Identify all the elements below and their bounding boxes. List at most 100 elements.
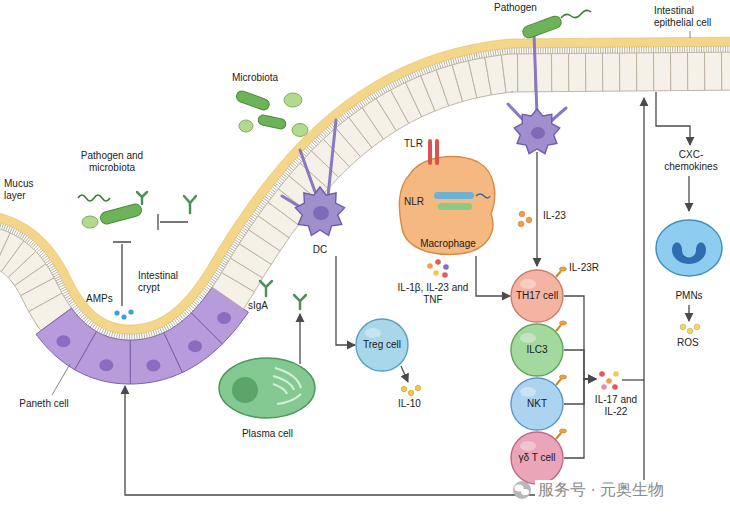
- watermark-icon: [513, 481, 531, 499]
- cytokine-label: IL-23: [543, 210, 575, 222]
- microvilli: [0, 46, 730, 340]
- paneth-nucleus: [99, 359, 113, 371]
- text-holder: TH17 cell: [514, 290, 560, 302]
- illustration-ellipse: [656, 220, 722, 276]
- microbiota-group: [235, 89, 308, 136]
- illustration-rect: [99, 203, 143, 225]
- illustration-circle: [513, 481, 531, 499]
- cell-label: NKT: [514, 398, 560, 410]
- paneth-nucleus: [217, 312, 231, 324]
- il23-signal: [518, 152, 537, 266]
- illustration-rect: [438, 203, 472, 210]
- illustration-path: [158, 214, 188, 230]
- illustration-path: [622, 379, 644, 380]
- paneth-cell: [75, 332, 131, 385]
- paneth-nucleus: [146, 360, 160, 372]
- illustration-circle: [680, 324, 686, 330]
- crypt-microbes: [78, 192, 147, 228]
- illustration-circle: [599, 371, 605, 377]
- illustration-circle: [519, 211, 525, 217]
- illustration-circle: [518, 221, 524, 227]
- epithelial-cell: [620, 53, 637, 91]
- illustration-ellipse: [520, 441, 536, 451]
- illustration-path: [514, 109, 559, 154]
- immune-cell: Treg cell: [355, 318, 409, 372]
- cell-label: Treg cell: [359, 339, 405, 351]
- cell-label: γδ T cell: [514, 452, 560, 464]
- antibody-label: sIgA: [248, 300, 276, 312]
- illustration-path: [184, 196, 196, 213]
- immune-cell: NKT: [510, 377, 564, 431]
- illustration-circle: [415, 385, 420, 390]
- cytokine-label: IL-10: [398, 398, 430, 410]
- illustration-circle: [511, 432, 563, 484]
- leader-lines: [52, 31, 690, 395]
- receptor-label: IL-23R: [569, 262, 609, 274]
- illustration-path: [690, 31, 691, 38]
- illustration-path: [556, 325, 561, 331]
- connector-arrow: [476, 256, 510, 296]
- illustration-ellipse: [520, 279, 536, 289]
- illustration-circle: [408, 390, 413, 395]
- immune-cell: γδ T cell: [510, 431, 564, 485]
- chemokine-label: CXC-chemokines: [658, 149, 724, 173]
- connector-arrow: [336, 256, 355, 345]
- illustration-ellipse: [82, 216, 98, 228]
- feedback-lines: [125, 92, 690, 495]
- illustration-circle: [601, 384, 607, 390]
- text-holder: Plasma cell: [215, 428, 320, 440]
- illustration-circle: [114, 310, 119, 315]
- il10-signal: [401, 366, 421, 396]
- epithelial-cell: [586, 53, 603, 91]
- illustration-rect: [257, 114, 286, 130]
- illustration-path: [556, 433, 561, 439]
- illustration-ellipse: [292, 124, 308, 137]
- illustration-ellipse: [531, 127, 545, 139]
- epithelial-cell: [637, 53, 654, 91]
- epithelial-cell: [603, 53, 620, 91]
- illustration-circle: [121, 314, 126, 319]
- epithelial-cell: [671, 53, 688, 91]
- paneth-label: Paneth cell: [18, 398, 70, 410]
- immune-cell: ILC3: [510, 323, 564, 377]
- illustration-ellipse: [365, 328, 381, 338]
- cell-label: TH17 cell: [514, 290, 560, 302]
- receptor-label: NLR: [404, 196, 430, 208]
- illustration-ellipse: [239, 120, 253, 132]
- illustration-path: [78, 195, 110, 201]
- text-holder: NKT: [514, 398, 560, 410]
- epithelial-cell: [654, 53, 671, 91]
- illustration-path: [564, 379, 596, 458]
- siga-inhibition: [158, 196, 306, 364]
- cell-label: ILC3: [514, 344, 560, 356]
- epithelial-cell: [501, 54, 518, 93]
- illustration-ellipse: [520, 387, 536, 397]
- illustration-circle: [511, 270, 563, 322]
- epithelial-cell: [722, 52, 730, 90]
- macrophage-cytokines: [427, 259, 449, 278]
- dendritic-cell-2: [514, 109, 559, 154]
- illustration-path: [656, 92, 690, 145]
- cytokine-label: IL-17 and IL-22: [590, 394, 642, 418]
- il17-bus: [564, 296, 596, 458]
- illustration-circle: [435, 259, 441, 265]
- illustration-ellipse: [284, 93, 302, 107]
- illustration-rect: [235, 89, 271, 111]
- illustration-path: [561, 10, 591, 18]
- amp-label: AMPs: [86, 293, 116, 305]
- illustration-ellipse: [521, 489, 529, 495]
- illustration-circle: [511, 378, 563, 430]
- illustration-path: [137, 192, 147, 204]
- illustration-path: [688, 176, 689, 211]
- mucus-layer: [0, 37, 730, 334]
- illustration-circle: [606, 378, 612, 384]
- epithelium-label: Intestinal epithelial cell: [654, 5, 724, 29]
- paneth-nucleus: [188, 340, 202, 352]
- ros-label: ROS: [677, 337, 707, 349]
- illustration-path: [556, 379, 561, 385]
- epithelial-cell: [552, 54, 569, 92]
- illustration-circle: [442, 272, 448, 278]
- cell-label: Plasma cell: [215, 428, 320, 440]
- illustration-path: [476, 194, 490, 198]
